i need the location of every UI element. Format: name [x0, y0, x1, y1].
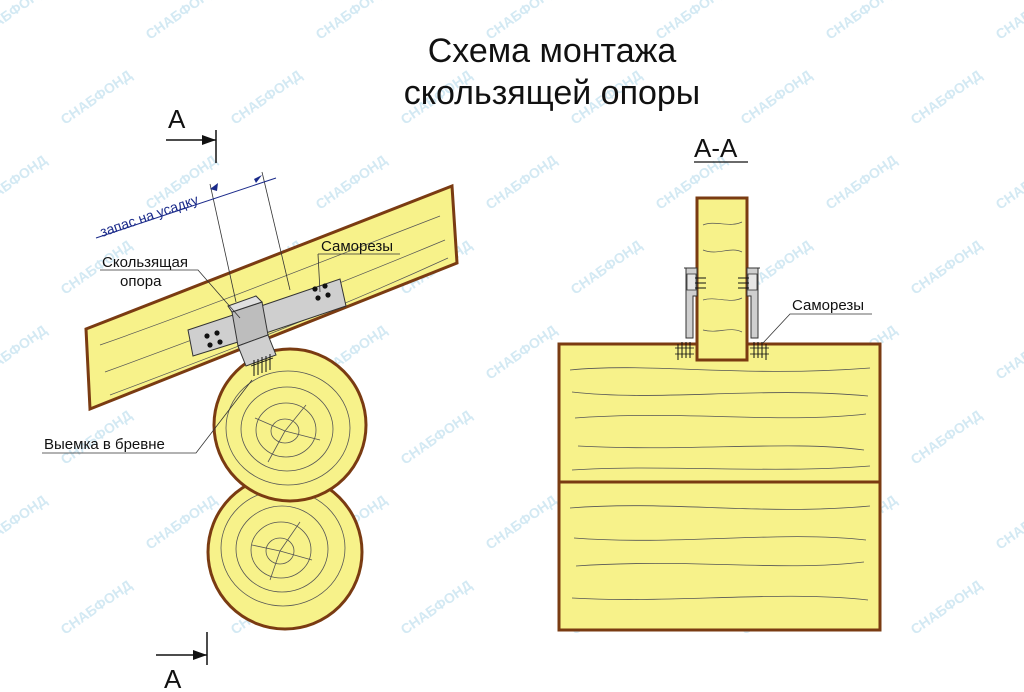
- watermark-text-23: СНАБФОНД: [568, 237, 645, 298]
- leaders-left: [42, 253, 400, 454]
- section-mark-top-label: А: [168, 104, 186, 134]
- watermark-text-15: СНАБФОНД: [313, 152, 390, 213]
- watermark-text-2: СНАБФОНД: [313, 0, 390, 42]
- watermark-text-16: СНАБФОНД: [483, 152, 560, 213]
- watermark-text-48: СНАБФОНД: [398, 577, 475, 638]
- watermark-text-5: СНАБФОНД: [823, 0, 900, 42]
- watermark-text-18: СНАБФОНД: [823, 152, 900, 213]
- watermark-text-25: СНАБФОНД: [908, 237, 985, 298]
- beam-grain: [569, 367, 871, 601]
- upper-beam: [557, 342, 882, 484]
- watermark-text-29: СНАБФОНД: [483, 322, 560, 383]
- title-line-2: скользящей опоры: [404, 74, 701, 112]
- watermark-text-8: СНАБФОНД: [228, 67, 305, 128]
- section-brackets: [675, 267, 769, 360]
- section-view: А-А: [557, 133, 882, 632]
- watermark-text-1: СНАБФОНД: [143, 0, 220, 42]
- watermark-text-45: СНАБФОНД: [993, 492, 1024, 553]
- section-mark-bottom-label: А: [164, 664, 182, 692]
- watermark-text-39: СНАБФОНД: [0, 492, 50, 553]
- screws-right-leader: [762, 313, 872, 344]
- title-line-1: Схема монтажа: [428, 32, 677, 70]
- section-mark-bottom: А: [156, 632, 208, 692]
- section-title: А-А: [694, 133, 738, 163]
- rafter-section: [695, 196, 749, 362]
- lower-beam: [557, 480, 882, 632]
- watermark-text-7: СНАБФОНД: [58, 67, 135, 128]
- watermark-text-0: СНАБФОНД: [0, 0, 50, 42]
- watermark-text-12: СНАБФОНД: [908, 67, 985, 128]
- watermark-text-46: СНАБФОНД: [58, 577, 135, 638]
- watermark-text-32: СНАБФОНД: [993, 322, 1024, 383]
- log-notch-label: Выемка в бревне: [44, 436, 165, 453]
- watermark-text-11: СНАБФОНД: [738, 67, 815, 128]
- watermark-text-13: СНАБФОНД: [0, 152, 50, 213]
- watermark-text-6: СНАБФОНД: [993, 0, 1024, 42]
- upper-log-rings: [225, 370, 351, 486]
- sliding-support-label-line-1: Скользящая: [102, 254, 188, 271]
- watermark-text-38: СНАБФОНД: [908, 407, 985, 468]
- watermark-text-19: СНАБФОНД: [993, 152, 1024, 213]
- section-mark-top: А: [166, 104, 217, 163]
- rafter-section-grain: [702, 221, 743, 333]
- sliding-support-label-line-2: опора: [120, 273, 162, 290]
- rafter: [84, 183, 459, 412]
- sliding-support: [187, 278, 347, 376]
- screws-label-right: Саморезы: [792, 297, 864, 314]
- watermark-text-26: СНАБФОНД: [0, 322, 50, 383]
- watermark-text-51: СНАБФОНД: [908, 577, 985, 638]
- watermark-text-35: СНАБФОНД: [398, 407, 475, 468]
- watermark-text-42: СНАБФОНД: [483, 492, 560, 553]
- screws-label-left: Саморезы: [321, 238, 393, 255]
